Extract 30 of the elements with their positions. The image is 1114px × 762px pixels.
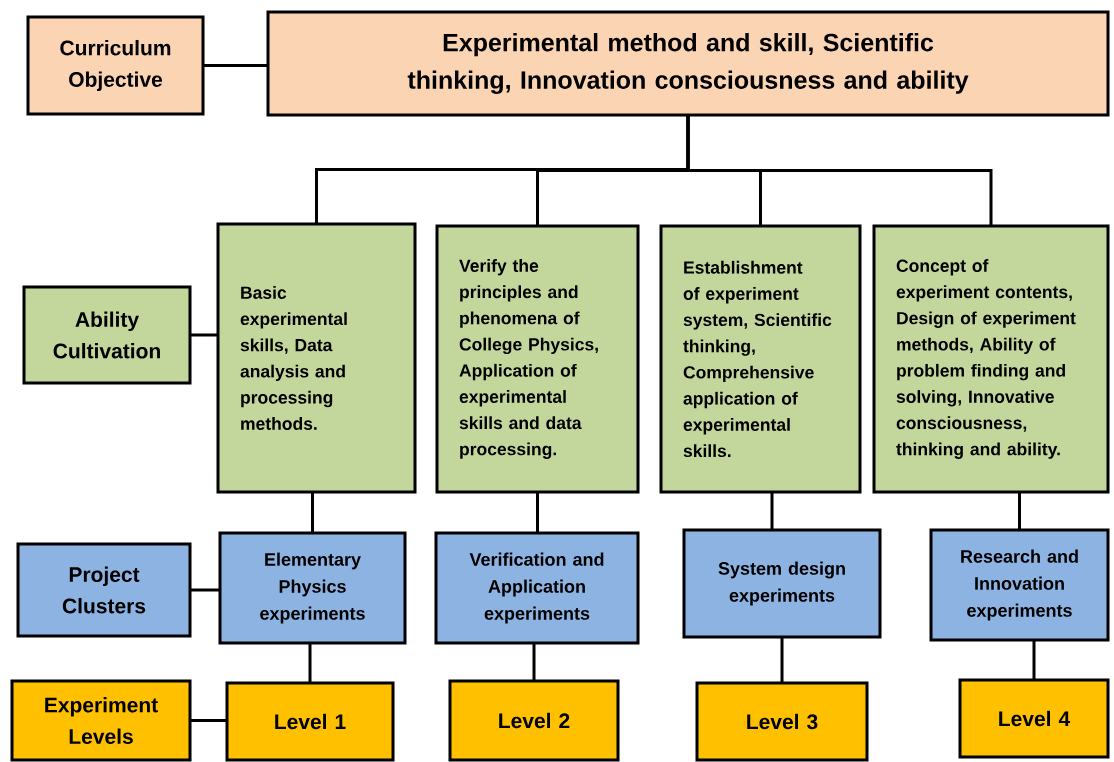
connector-line [203,64,268,67]
project-box: Elementary Physics experiments [218,531,407,645]
label-box: Ability Cultivation [22,285,192,385]
label-box: Curriculum Objective [26,15,205,116]
connector-line [770,492,774,530]
ability-box: Verify the principles and phenomena of College Physics, Application of experimental skills and data processing. [435,224,640,494]
level-box: Level 4 [958,678,1110,759]
label-box: Experiment Levels [10,679,192,762]
ability-box: Establishment of experiment system, Scientific thinking, Comprehensive application of experimental skills. [659,224,862,494]
project-box: Verification and Application experiments [434,531,640,645]
connector-line [536,492,539,533]
level-box: Level 3 [695,681,869,762]
connector-line [190,333,218,337]
connector-line [780,637,784,683]
connector-line [532,643,536,681]
ability-box: Concept of experiment contents, Design of experiment methods, Ability of problem finding and solving, Innovative consciousness, thinking and ability. [872,224,1110,494]
connector-line [190,588,220,592]
connector-line [1032,640,1036,680]
connector-line [1018,492,1021,530]
connector-line [308,643,312,683]
objective-box: Experimental method and skill, Scientific thinking, Innovation consciousness and ability [266,10,1110,117]
connector-line [311,492,314,533]
level-box: Level 1 [225,681,395,762]
label-box: Project Clusters [16,542,192,638]
project-box: System design experiments [682,528,882,639]
level-box: Level 2 [448,679,620,762]
ability-box: Basic experimental skills, Data analysis and processing methods. [216,222,417,494]
connector-line [686,115,993,226]
project-box: Research and Innovation experiments [929,528,1110,642]
connector-line [190,719,227,722]
